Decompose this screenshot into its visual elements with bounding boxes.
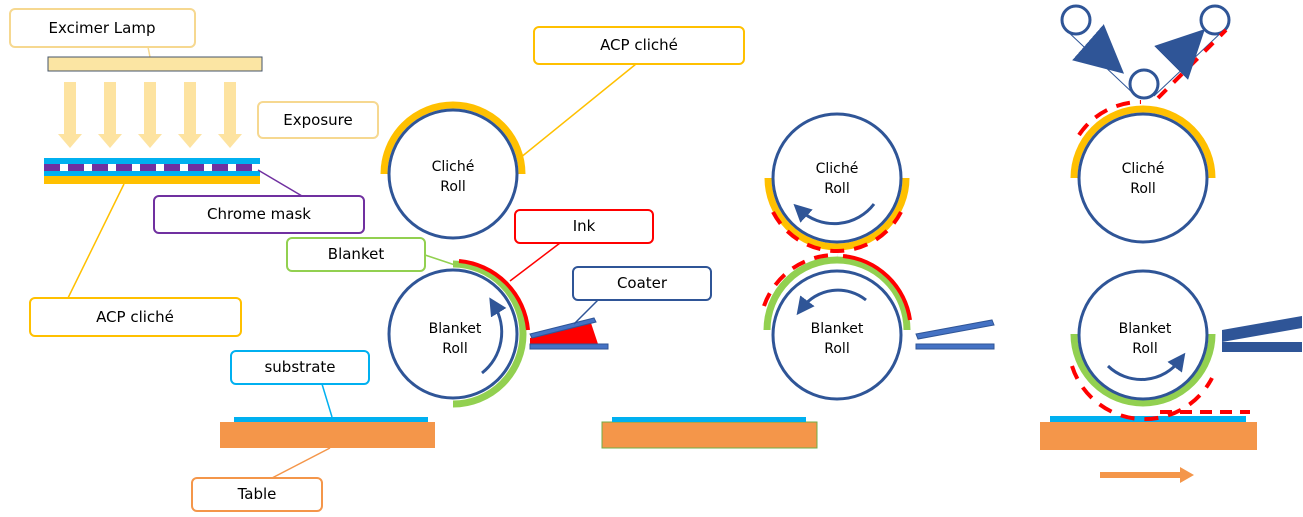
ink-layer: [458, 259, 530, 331]
coater-3: [1222, 316, 1302, 352]
table-direction-arrow-icon: [1100, 467, 1194, 483]
blanket-layer-2: [763, 256, 911, 331]
blanket-roll-label-1: Blanket: [429, 321, 482, 337]
chrome-mask-label: Chrome mask: [207, 205, 311, 223]
chrome-mask-label-box: [153, 195, 365, 234]
blanket-roll-3-label-2: Roll: [1132, 341, 1157, 357]
coater: [529, 317, 609, 350]
substrate: [234, 417, 428, 422]
coater-2: [915, 319, 995, 350]
blanket-roll-2-label-1: Blanket: [811, 321, 864, 337]
table: [220, 422, 435, 448]
mask-stack: [44, 158, 260, 184]
blanket-roll-3-label-1: Blanket: [1119, 321, 1172, 337]
ink-pattern-blanket-2: [762, 252, 839, 307]
blanket-label: Blanket: [328, 245, 385, 263]
off-panel: Cliché Roll Blanket Roll: [601, 112, 995, 449]
cliche-coating-2: [764, 177, 910, 251]
rotation-arrow-icon: [481, 297, 507, 375]
exposure-light-arrows: [58, 82, 242, 148]
rotation-arrow-icon: [793, 203, 876, 226]
excimer-lamp-label-box: [9, 8, 196, 48]
cliche-roll-label-2: Roll: [440, 179, 465, 195]
cliche-roll: [387, 108, 519, 240]
cliche-roll-3-label-1: Cliché: [1122, 161, 1165, 177]
set-panel: Cliché Roll Blanket Roll: [1040, 4, 1302, 483]
table-label-box: [191, 477, 323, 512]
ink-pattern-cliche-2: [771, 211, 903, 253]
table-2: [601, 421, 818, 449]
cliche-roll-3: [1077, 112, 1209, 244]
acp-cliche-top-label: ACP cliché: [600, 36, 678, 54]
table-3: [1040, 422, 1257, 450]
ink-label: Ink: [573, 217, 596, 235]
blanket-roll-label-2: Roll: [442, 341, 467, 357]
blanket-layer: [452, 260, 527, 408]
cliche-roll-2-label-2: Roll: [824, 181, 849, 197]
transfer-arrow-icon: [1072, 24, 1125, 74]
exposure-label: Exposure: [283, 111, 352, 129]
ink-label-box: [514, 209, 654, 244]
excimer-lamp-label: Excimer Lamp: [49, 19, 156, 37]
substrate-label-box: [230, 350, 370, 385]
exposure-panel: Excimer Lamp Exposure: [9, 8, 379, 337]
acp-cliche-top-label-box: [533, 26, 745, 65]
cliche-roll-3-label-2: Roll: [1130, 181, 1155, 197]
blanket-roll-2-label-2: Roll: [824, 341, 849, 357]
transfer-arrow-icon: [1154, 29, 1205, 80]
excimer-lamp: [47, 56, 263, 72]
substrate-2: [612, 417, 806, 422]
ink-pattern-blanket-3: [1070, 365, 1214, 422]
ink-layer-2: [842, 254, 912, 321]
coater-label-box: [572, 266, 712, 301]
guide-roll-center: [1128, 68, 1160, 100]
cliche-coating: [380, 101, 526, 175]
blanket-layer-3: [1070, 333, 1216, 407]
coater-label: Coater: [617, 274, 668, 292]
acp-cliche-left-label: ACP cliché: [96, 308, 174, 326]
cliche-coating-3: [1070, 105, 1216, 179]
guide-roll-right: [1199, 4, 1231, 36]
substrate-label: substrate: [264, 358, 335, 376]
cliche-roll-2-label-1: Cliché: [816, 161, 859, 177]
blanket-roll: [387, 268, 519, 400]
rotation-arrow-icon: [1106, 352, 1186, 381]
rotation-arrow-icon: [796, 288, 867, 316]
ink-pattern-cliche-3: [1077, 99, 1142, 137]
cliche-roll-label-1: Cliché: [432, 159, 475, 175]
acp-cliche-left-label-box: [29, 297, 242, 337]
blanket-label-box: [286, 237, 426, 272]
exposure-label-box: [257, 101, 379, 139]
table-label: Table: [237, 485, 277, 503]
inking-panel: ACP cliché Cliché Roll Blanket Roll Ink …: [191, 26, 745, 512]
